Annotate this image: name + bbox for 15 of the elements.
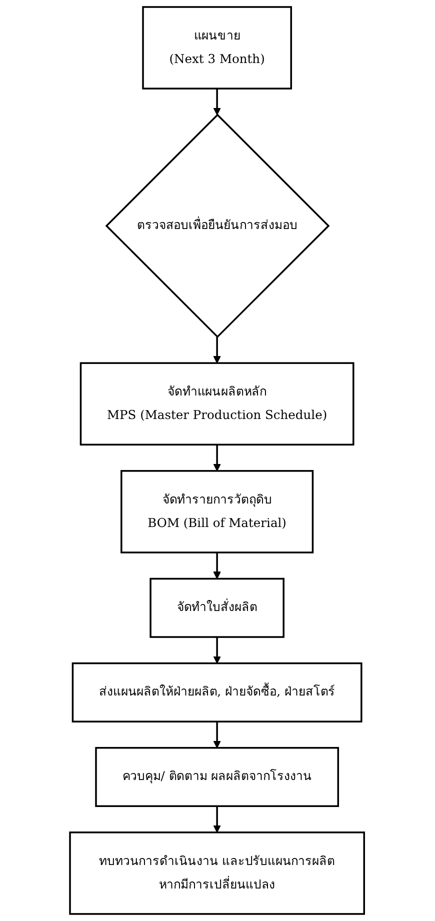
node-box: ควบคุม/ ติดตาม ผลผลิตจากโรงงาน bbox=[96, 746, 340, 807]
node-box: ทบทวนการดำเนินงาน และปรับแผนการผลิตหากมีการเปลี่ยนแปลง bbox=[70, 832, 366, 915]
arrow bbox=[214, 722, 222, 748]
node-diamond: ตรวจสอบเพื่อยืนยันการส่งมอบ bbox=[106, 114, 330, 338]
arrow bbox=[214, 806, 222, 833]
arrow bbox=[214, 637, 222, 664]
node-box: จัดทำแผนผลิตหลัก MPS (Master Production Schedule) bbox=[80, 362, 355, 446]
arrow bbox=[214, 552, 222, 580]
node-box: จัดทำรายการวัตถุดิบ BOM (Bill of Material) bbox=[120, 470, 314, 554]
arrow bbox=[214, 444, 222, 472]
arrow bbox=[214, 88, 222, 116]
node-box: จัดทำใบสั่งผลิต bbox=[150, 578, 285, 638]
arrow bbox=[214, 336, 222, 364]
node-box: ส่งแผนผลิตให้ฝ่ายผลิต, ฝ่ายจัดซื้อ, ฝ่ายสโตร์ bbox=[72, 662, 363, 722]
node-box: แผนขาย (Next 3 Month) bbox=[142, 6, 292, 90]
